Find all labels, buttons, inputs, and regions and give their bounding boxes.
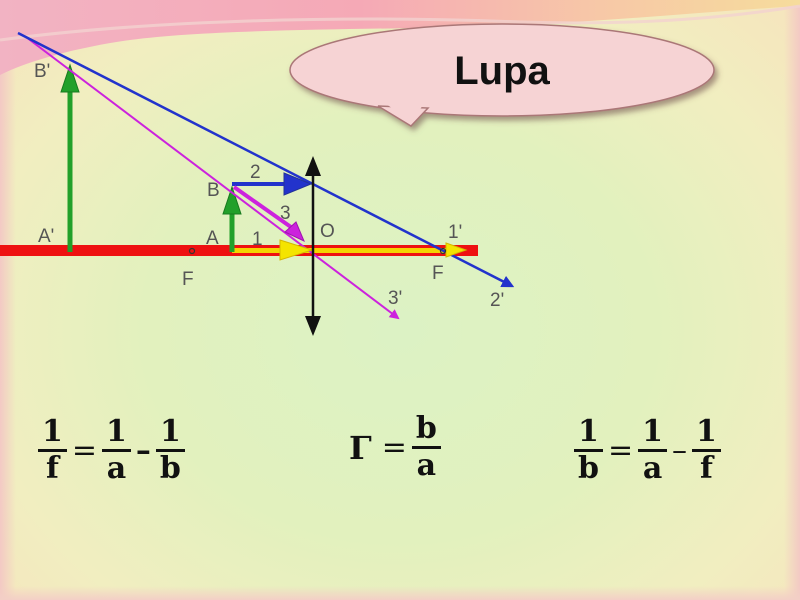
rearranged-term1-den: a [642, 451, 663, 486]
rearranged-term2: 1 f [692, 415, 721, 486]
top-decoration-band [0, 0, 800, 75]
label-ray-2: 2 [250, 162, 261, 183]
rearranged-lhs: 1 b [574, 415, 603, 486]
slide-title: Lupa [454, 49, 550, 93]
label-object-top: B [207, 180, 220, 201]
fraction-bar [102, 449, 131, 452]
ray-3-path [25, 36, 400, 320]
label-object-base: A [206, 228, 219, 249]
label-ray-1-out: 1' [448, 222, 462, 243]
ray-2-refracted [17, 31, 515, 288]
lens-formula-minus: – [135, 433, 151, 468]
label-ray-1: 1 [252, 229, 263, 250]
rearranged-term1-num: 1 [642, 414, 663, 449]
lens-formula-equals: = [71, 433, 98, 468]
lens-formula-lhs-num: 1 [42, 414, 63, 449]
rearranged-formula: 1 b = 1 a – 1 f [574, 415, 721, 486]
lens-formula-lhs-den: f [45, 451, 59, 486]
ray-1-arrowhead [279, 239, 314, 261]
label-image-base: A' [38, 226, 54, 247]
fraction-bar [638, 449, 667, 452]
lens-formula-term2-num: 1 [159, 414, 181, 449]
rearranged-lhs-den: b [578, 451, 599, 486]
magnification-formula: Γ = b a [344, 412, 441, 483]
lens-bottom-arrowhead [305, 316, 321, 336]
label-ray-3-out: 3' [388, 288, 402, 309]
lens-formula-term1: 1 a [102, 415, 131, 486]
rearranged-minus: – [672, 433, 687, 468]
label-lens-center: O [320, 221, 335, 242]
title-bubble-tail-cover [386, 104, 424, 121]
rearranged-lhs-num: 1 [578, 414, 599, 449]
optical-axis-highlight [232, 248, 454, 253]
lens-top-arrowhead [305, 156, 321, 176]
magnification-num: b [415, 411, 437, 446]
ray-1-out-arrowhead [445, 242, 468, 258]
lens-formula: 1 f = 1 a – 1 b [38, 415, 185, 486]
lens-formula-term1-den: a [106, 451, 127, 486]
lens-formula-term2-den: b [159, 451, 181, 486]
lens-formula-term2: 1 b [155, 414, 185, 486]
rearranged-term2-den: f [699, 451, 713, 486]
label-focus-right: F [432, 263, 444, 284]
fraction-bar [574, 449, 603, 452]
rearranged-equals: = [607, 433, 634, 468]
magnification-den: a [416, 448, 437, 483]
bottom-frame [0, 586, 800, 600]
magnification-equals: = [381, 430, 407, 465]
rearranged-term1: 1 a [638, 415, 667, 486]
fraction-bar [411, 446, 441, 449]
image-arrow-head [60, 63, 80, 93]
lens-formula-term1-num: 1 [106, 414, 127, 449]
label-image-top: B' [34, 61, 50, 82]
magnification-fraction: b a [411, 411, 441, 483]
lens-formula-lhs: 1 f [38, 415, 67, 486]
object-arrow-head [222, 185, 242, 215]
ray-2-arrowhead [283, 172, 313, 196]
fraction-bar [155, 449, 185, 452]
label-focus-left: F [182, 269, 194, 290]
right-frame [784, 0, 800, 600]
label-ray-3: 3 [280, 203, 291, 224]
focus-right-dot [439, 247, 447, 255]
top-decoration-swirl [0, 4, 800, 42]
magnification-symbol: Γ [349, 428, 372, 467]
label-ray-2-out: 2' [490, 290, 504, 311]
focus-left-dot [188, 247, 196, 255]
left-frame [0, 0, 16, 600]
rearranged-term2-num: 1 [696, 414, 717, 449]
ray-3-incident [232, 185, 300, 234]
fraction-bar [692, 449, 721, 452]
ray-3-arrowhead [284, 221, 305, 243]
fraction-bar [38, 449, 67, 452]
